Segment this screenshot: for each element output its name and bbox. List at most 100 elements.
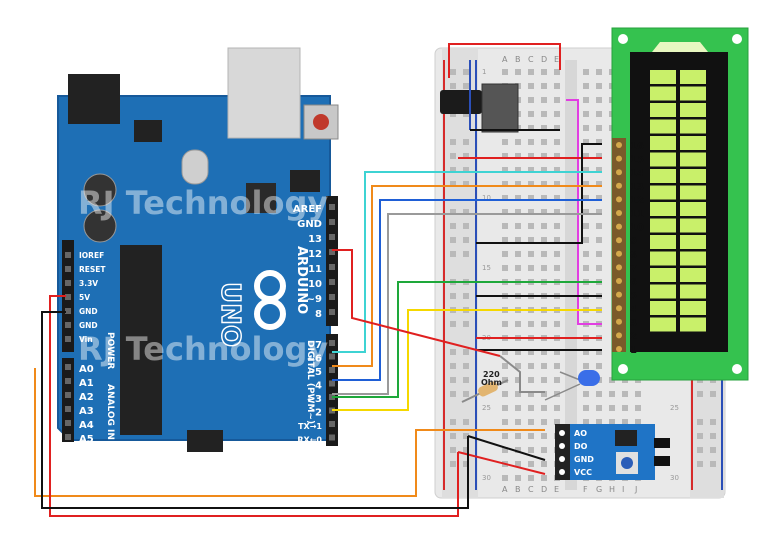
rail-hole: [450, 391, 456, 397]
rail-hole: [463, 433, 469, 439]
digital-pin-label: RX←0: [297, 436, 322, 445]
lcd-pin: [616, 142, 622, 148]
lcd-character-cell: [650, 119, 676, 134]
resistor-unit: Ohm: [481, 378, 502, 387]
lcd-character-cell: [650, 301, 676, 315]
lcd-character-cell: [650, 86, 676, 101]
wire-d2-rs: [332, 309, 602, 411]
breadboard-hole: [583, 83, 589, 89]
lcd-pin: [616, 169, 622, 176]
breadboard-hole: [596, 223, 602, 229]
lcd-character-cell: [680, 185, 706, 200]
rail-hole: [710, 447, 716, 453]
rail-hole: [697, 391, 703, 397]
reset-button-cap-icon: [313, 114, 329, 130]
breadboard-hole: [502, 419, 508, 425]
lcd-character-cell: [680, 317, 706, 332]
breadboard-hole: [554, 321, 560, 327]
rail-hole: [463, 251, 469, 257]
breadboard-hole: [528, 433, 534, 439]
digital-pin-label: GND: [297, 219, 322, 230]
lcd-character-cell: [680, 268, 706, 282]
lcd-pin-label: 12: [630, 195, 644, 206]
breadboard-hole: [583, 237, 589, 243]
breadboard-hole: [515, 181, 521, 187]
breadboard-hole: [596, 97, 602, 103]
breadboard-hole: [583, 349, 589, 355]
header-pin: [329, 204, 335, 210]
breadboard-hole: [515, 223, 521, 229]
lcd-character-cell: [680, 169, 706, 183]
rail-hole: [463, 181, 469, 187]
header-pin: [329, 249, 335, 255]
breadboard-hole: [635, 405, 641, 411]
lcd-pin-label: 10: [630, 223, 644, 234]
power-pin-label: GND: [79, 321, 98, 330]
lcd-character-cell: [650, 218, 676, 233]
breadboard-hole: [583, 181, 589, 187]
rail-hole: [450, 69, 456, 75]
breadboard-hole: [596, 237, 602, 243]
mount-hole-icon: [732, 34, 742, 44]
breadboard-hole: [541, 461, 547, 467]
breadboard-hole: [635, 391, 641, 397]
breadboard-hole: [528, 69, 534, 75]
lcd-character-cell: [650, 251, 676, 266]
column-label: I: [622, 485, 624, 494]
arduino-logo: ARDUINO UNO: [214, 246, 309, 348]
breadboard-hole: [515, 167, 521, 173]
usb-chip-icon: [246, 183, 276, 213]
breadboard-hole: [583, 195, 589, 201]
wire-sensor-vcc: [457, 451, 546, 475]
rail-hole: [450, 83, 456, 89]
breadboard-hole: [528, 153, 534, 159]
breadboard-hole: [502, 377, 508, 383]
rail-hole: [697, 419, 703, 425]
column-label: J: [634, 485, 637, 494]
header-pin: [65, 420, 71, 426]
column-label: E: [554, 55, 559, 64]
potentiometer: [440, 83, 519, 133]
lcd-pin-header: [612, 138, 626, 352]
lcd-character-cell: [650, 268, 676, 282]
rail-hole: [450, 363, 456, 369]
breadboard-hole: [596, 265, 602, 271]
breadboard-hole: [502, 223, 508, 229]
lcd-character-cell: [650, 70, 676, 84]
lcd-character-cell: [680, 152, 706, 167]
breadboard-hole: [554, 419, 560, 425]
breadboard-hole: [554, 69, 560, 75]
header-pin: [329, 367, 335, 373]
rail-hole: [463, 447, 469, 453]
lcd-pin: [616, 250, 622, 257]
breadboard-hole: [528, 209, 534, 215]
power-label: POWER: [105, 332, 115, 369]
breadboard-hole: [541, 475, 547, 481]
wire-gnd-rail: [41, 311, 469, 509]
breadboard-hole: [596, 251, 602, 257]
wire-a0-sensor-ao: [34, 368, 545, 497]
lcd-pin-label: 13: [630, 182, 644, 193]
lcd-pin-label: 8: [630, 250, 637, 261]
rail-hole: [463, 461, 469, 467]
breadboard-hole: [596, 209, 602, 215]
breadboard-hole: [502, 321, 508, 327]
rail-hole: [450, 139, 456, 145]
sensor-pin: [559, 443, 565, 449]
breadboard-hole: [596, 419, 602, 425]
breadboard-hole: [596, 69, 602, 75]
breadboard-hole: [554, 83, 560, 89]
breadboard-hole: [541, 83, 547, 89]
breadboard-hole: [541, 223, 547, 229]
breadboard-hole: [502, 433, 508, 439]
lcd-pin-label: 4: [630, 304, 637, 315]
rail-hole: [450, 209, 456, 215]
potentiometer-knob-icon: [440, 90, 482, 114]
breadboard-hole: [583, 167, 589, 173]
